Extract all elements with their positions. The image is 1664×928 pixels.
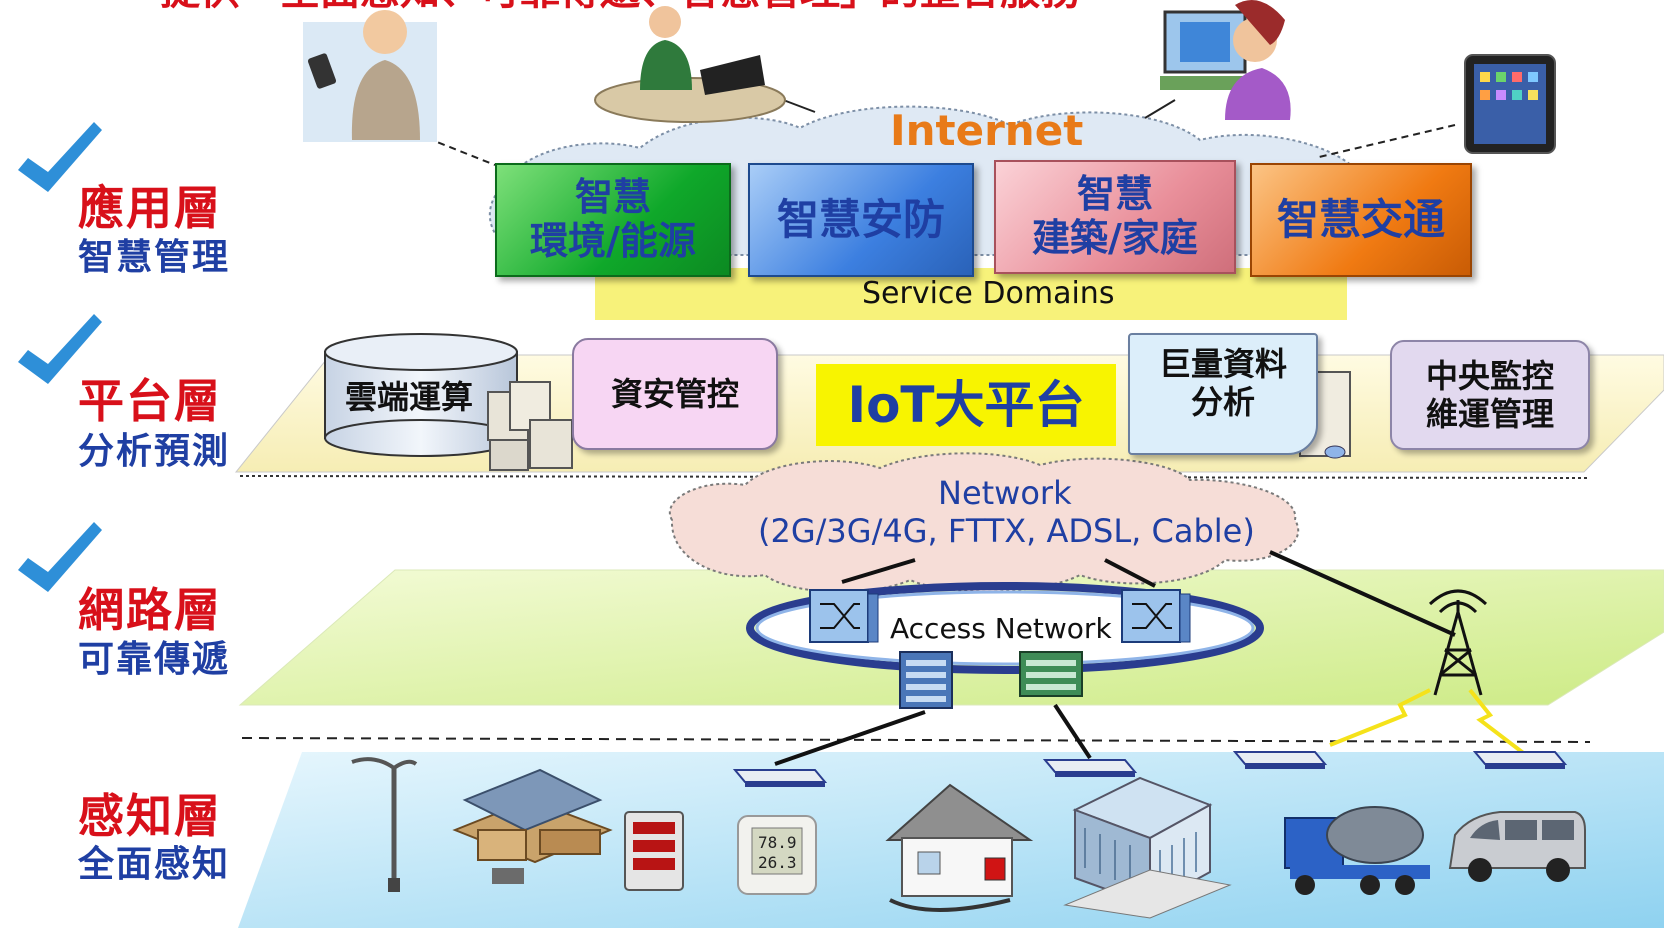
service-domains-label: Service Domains <box>862 276 1115 311</box>
gateway-icon-3 <box>1232 751 1328 769</box>
service-environment-energy: 智慧 環境/能源 <box>495 163 731 277</box>
internet-label: Internet <box>890 106 1084 155</box>
link-switch-left <box>841 558 916 584</box>
central-monitoring-line1: 中央監控 <box>1425 356 1554 395</box>
wireless-link-1 <box>1329 688 1431 747</box>
thermometer-hygrometer-icon: 78.9 26.3 <box>737 815 817 895</box>
street-lamp-icon <box>351 757 418 892</box>
smart-home-icon <box>885 783 1034 912</box>
access-network-label: Access Network <box>890 612 1112 645</box>
mixer-truck-icon <box>1284 806 1430 895</box>
central-monitoring-line2: 維運管理 <box>1425 395 1554 433</box>
link-desktop-user <box>1144 99 1176 119</box>
desktop-user-icon <box>1160 0 1291 120</box>
service-building-line2: 建築/家庭 <box>1032 216 1198 260</box>
router-rack-icon-2 <box>1019 651 1083 697</box>
link-phone-user <box>426 137 496 166</box>
service-transportation-label: 智慧交通 <box>1276 194 1445 244</box>
access-network-ring <box>746 582 1264 674</box>
iot-platform-label: IoT大平台 <box>847 376 1085 434</box>
service-environment-line2: 環境/能源 <box>530 219 696 263</box>
link-tower <box>1269 550 1456 637</box>
service-security: 智慧安防 <box>748 163 974 277</box>
wireless-link-2 <box>1468 688 1532 760</box>
layer-subtitle-platform: 分析預測 <box>78 431 231 472</box>
svg-text:26.3: 26.3 <box>758 853 797 872</box>
laptop-user-icon <box>594 6 786 123</box>
network-cloud-title: Network <box>938 474 1072 512</box>
cloud-computing-cylinder <box>324 333 518 457</box>
server-icon-1 <box>487 381 573 471</box>
layer-title-network: 網路層 <box>78 583 222 637</box>
layer-subtitle-application: 智慧管理 <box>78 237 231 278</box>
top-heading: 提供「全面感知、可靠傳遞、智慧管理」的整合服務 <box>160 0 1081 14</box>
link-tablet <box>1314 124 1456 159</box>
sensing-divider <box>241 737 1591 743</box>
network-cloud-types: (2G/3G/4G, FTTX, ADSL, Cable) <box>758 512 1255 550</box>
gateway-icon-1 <box>732 769 828 787</box>
cell-tower-icon <box>1428 589 1488 696</box>
security-control-label: 資安管控 <box>610 374 739 413</box>
switch-icon-left <box>809 589 879 643</box>
service-environment-line1: 智慧 <box>574 175 651 220</box>
tablet-icon <box>1464 54 1556 154</box>
service-security-label: 智慧安防 <box>776 194 945 244</box>
central-monitoring-box: 中央監控 維運管理 <box>1390 340 1590 450</box>
factory-icon <box>452 768 613 884</box>
cloud-computing-label: 雲端運算 <box>345 378 474 416</box>
security-control-box: 資安管控 <box>572 338 778 450</box>
cloud-computing-box: 雲端運算 <box>345 378 495 428</box>
layer-subtitle-network: 可靠傳遞 <box>78 639 231 680</box>
gateway-icon-2 <box>1042 759 1138 777</box>
big-data-line1: 巨量資料 <box>1158 345 1287 383</box>
layer-title-platform: 平台層 <box>78 374 222 428</box>
router-rack-icon-1 <box>899 651 953 709</box>
link-gateway-2 <box>1053 703 1092 760</box>
van-icon <box>1448 811 1586 882</box>
mobile-user-icon <box>303 10 437 142</box>
service-building-home: 智慧 建築/家庭 <box>994 160 1236 274</box>
layer-subtitle-sensing: 全面感知 <box>78 844 231 885</box>
switch-icon-right <box>1121 589 1191 643</box>
layer-title-application: 應用層 <box>78 181 222 235</box>
check-icon-network <box>18 522 102 592</box>
svg-text:78.9: 78.9 <box>758 833 797 852</box>
gateway-icon-4 <box>1472 751 1568 769</box>
power-meter-icon <box>624 811 684 891</box>
office-building-icon <box>1063 776 1232 919</box>
iot-platform-box: IoT大平台 <box>816 364 1116 446</box>
big-data-line2: 分析 <box>1190 383 1255 422</box>
layer-title-sensing: 感知層 <box>78 789 222 843</box>
big-data-analytics-box: 巨量資料 分析 <box>1128 333 1318 455</box>
link-gateway-1 <box>774 710 926 766</box>
link-switch-right <box>1104 558 1156 588</box>
service-building-line1: 智慧 <box>1076 172 1153 217</box>
check-icon-platform <box>18 314 102 384</box>
service-transportation: 智慧交通 <box>1250 163 1472 277</box>
check-icon-application <box>18 122 102 192</box>
